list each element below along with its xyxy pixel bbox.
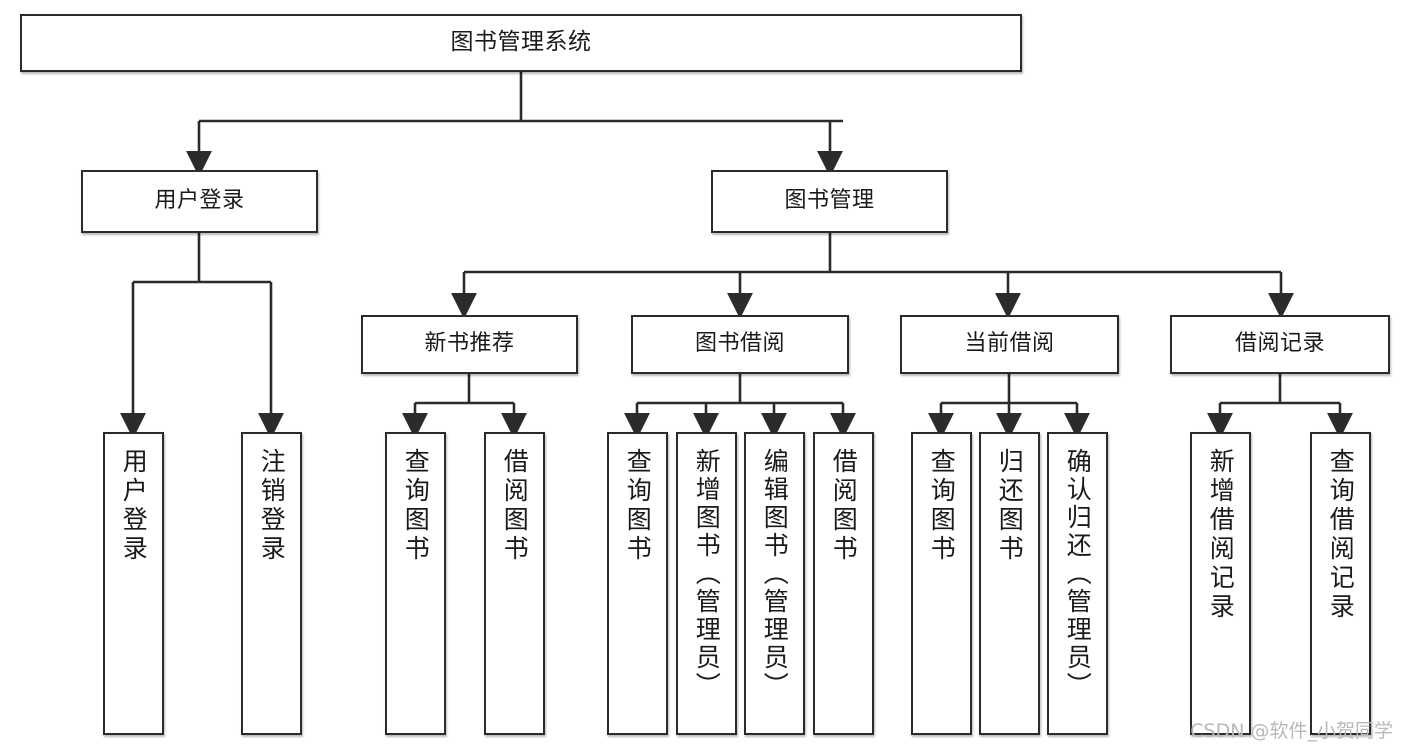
node-book-borrow[interactable]: 图书借阅 [631,315,849,374]
node-book-management-label: 图书管理 [784,188,875,214]
node-user-login[interactable]: 用户登录 [81,170,318,233]
leaf-borrow-book-1[interactable]: 借阅图书 [484,432,545,735]
leaf-add-book[interactable]: 新增图书（管理员） [676,432,737,735]
leaf-confirm-return-label: 确认归还（管理员） [1063,448,1093,700]
node-root[interactable]: 图书管理系统 [20,14,1022,72]
node-borrow-record-label: 借阅记录 [1234,331,1325,357]
leaf-borrow-book-1-label: 借阅图书 [500,448,530,564]
leaf-confirm-return[interactable]: 确认归还（管理员） [1047,432,1108,735]
node-current-borrow-label: 当前借阅 [964,331,1055,357]
leaf-query-record-label: 查询借阅记录 [1326,448,1356,622]
leaf-add-book-label: 新增图书（管理员） [692,448,722,700]
leaf-user-logout[interactable]: 注销登录 [241,432,302,735]
leaf-query-book-1-label: 查询图书 [401,448,431,564]
leaf-edit-book[interactable]: 编辑图书（管理员） [744,432,805,735]
leaf-query-book-3-label: 查询图书 [927,448,957,564]
leaf-user-login[interactable]: 用户登录 [103,432,164,735]
leaf-return-book[interactable]: 归还图书 [979,432,1040,735]
leaf-add-record-label: 新增借阅记录 [1206,448,1236,622]
leaf-query-book-2-label: 查询图书 [623,448,653,564]
node-user-login-label: 用户登录 [154,188,245,214]
node-borrow-record[interactable]: 借阅记录 [1170,315,1390,374]
leaf-query-book-2[interactable]: 查询图书 [607,432,668,735]
leaf-add-record[interactable]: 新增借阅记录 [1190,432,1251,735]
leaf-user-login-label: 用户登录 [119,448,149,564]
leaf-user-logout-label: 注销登录 [257,448,287,564]
leaf-query-book-3[interactable]: 查询图书 [911,432,972,735]
watermark-text: CSDN @软件_小贺同学 [1190,720,1393,742]
node-root-label: 图书管理系统 [450,29,592,56]
leaf-borrow-book-2-label: 借阅图书 [829,448,859,564]
leaf-edit-book-label: 编辑图书（管理员） [760,448,790,700]
leaf-return-book-label: 归还图书 [995,448,1025,564]
leaf-borrow-book-2[interactable]: 借阅图书 [813,432,874,735]
node-book-management[interactable]: 图书管理 [711,170,948,233]
node-new-book-recommend[interactable]: 新书推荐 [361,315,578,374]
node-current-borrow[interactable]: 当前借阅 [900,315,1119,374]
node-new-book-recommend-label: 新书推荐 [424,331,515,357]
leaf-query-book-1[interactable]: 查询图书 [385,432,446,735]
node-book-borrow-label: 图书借阅 [694,331,785,357]
leaf-query-record[interactable]: 查询借阅记录 [1310,432,1371,735]
